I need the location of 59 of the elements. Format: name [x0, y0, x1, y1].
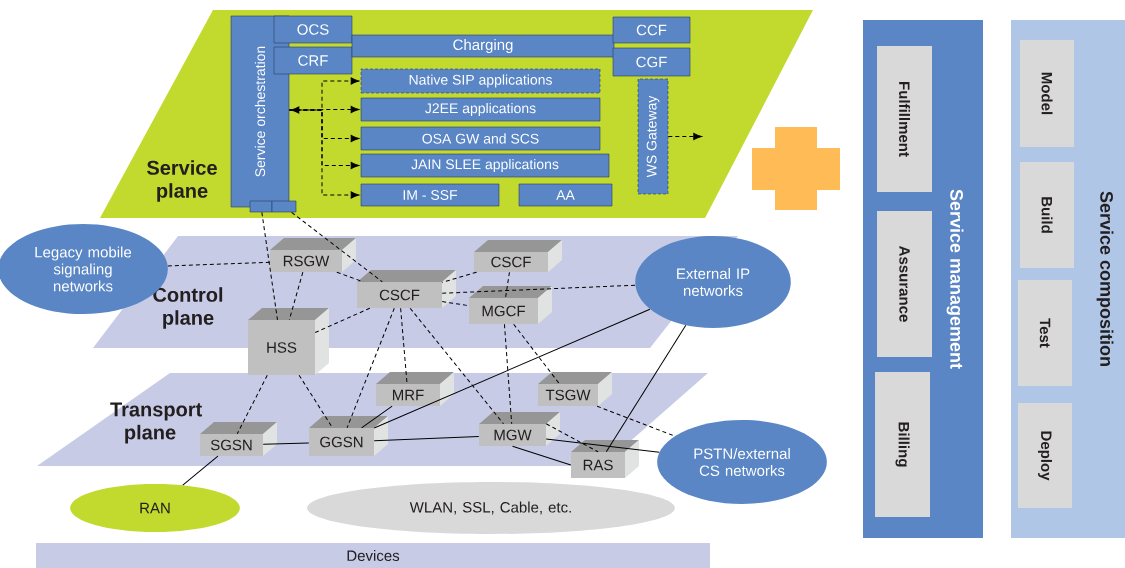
arrow: [290, 105, 360, 114]
function-box: IM - SSF: [360, 183, 500, 207]
connector-line: [236, 374, 268, 435]
network-element-box: RSGW: [270, 238, 356, 272]
function-box: Native SIP applications: [360, 68, 601, 94]
function-box: OSA GW and SCS: [360, 126, 601, 151]
connector-line: [361, 405, 393, 429]
connector-line: [291, 211, 383, 283]
arrow: [288, 109, 360, 199]
function-box: CGF: [612, 47, 691, 77]
network-element-box: TSGW: [538, 372, 612, 406]
connector-line: [441, 301, 470, 307]
function-box: OCS: [273, 15, 353, 44]
network-element-box: HSS: [248, 308, 329, 375]
network-element-box: SGSN: [200, 422, 277, 456]
connector-line: [262, 442, 310, 445]
connector-line: [373, 435, 480, 442]
function-box: Billing: [875, 372, 930, 517]
connector-line: [545, 423, 599, 453]
function-box: J2EE applications: [360, 97, 601, 122]
connector-line: [605, 324, 687, 453]
function-box: AA: [518, 183, 613, 207]
connector-line: [288, 271, 304, 321]
small-box: [271, 200, 297, 213]
connector-line: [261, 211, 278, 321]
connector-line: [441, 271, 478, 283]
connector-line: [346, 307, 395, 429]
connector-line: [182, 455, 219, 486]
devices-bar: Devices: [36, 543, 710, 568]
function-box: Fulfillment: [877, 46, 932, 192]
connector-line: [314, 307, 371, 333]
function-box: CRF: [273, 46, 353, 75]
connector-line: [167, 261, 271, 267]
network-element-box: MRF: [376, 372, 454, 406]
connector-line: [373, 308, 651, 429]
connector-line: [409, 307, 504, 425]
network-element-box: CSCF: [357, 270, 456, 308]
connector-line: [512, 445, 572, 466]
vertical-box: WS Gateway: [637, 78, 669, 195]
network-element-box: MGW: [479, 412, 560, 446]
connector-line: [400, 307, 408, 385]
connector-line: [298, 374, 333, 429]
function-box: Deploy: [1018, 403, 1072, 508]
network-element-box: RAS: [571, 440, 639, 478]
connector-line: [441, 284, 636, 294]
function-box: Assurance: [877, 211, 932, 357]
connector-line: [545, 438, 660, 453]
function-box: Build: [1020, 162, 1074, 268]
function-box: CCF: [612, 16, 691, 44]
network-element-box: GGSN: [309, 416, 388, 456]
function-box: Model: [1020, 40, 1074, 147]
network-element-box: CSCF: [474, 240, 562, 272]
function-box: Test: [1018, 280, 1072, 386]
small-box: [249, 200, 273, 213]
arrow: [667, 132, 702, 141]
connector-line: [503, 323, 513, 425]
network-element-box: MGCF: [469, 286, 552, 324]
connector-line: [505, 271, 510, 299]
function-box: JAIN SLEE applications: [360, 153, 610, 178]
